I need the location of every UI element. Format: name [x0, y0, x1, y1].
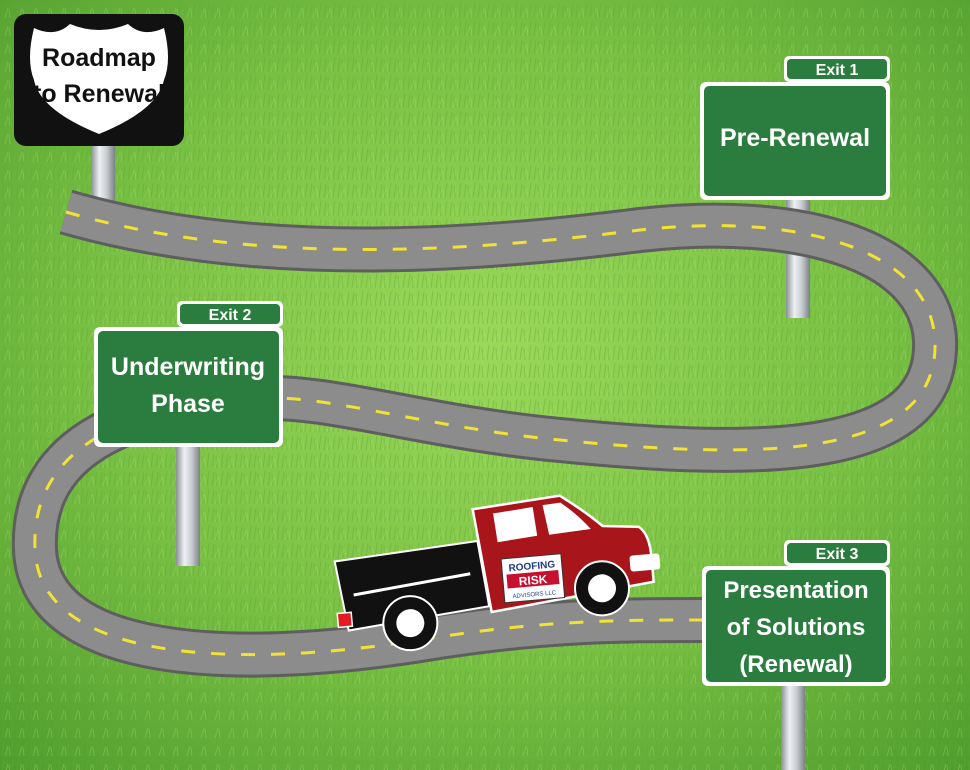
exit3-title-line1: Presentation — [723, 577, 868, 604]
pickup-truck-icon: ROOFING RISK ADVISORS LLC — [333, 494, 661, 652]
exit2-sign: Exit 2 Underwriting Phase — [94, 301, 283, 447]
exit3-label: Exit 3 — [816, 546, 859, 563]
exit1-sign: Exit 1 Pre-Renewal — [700, 56, 890, 200]
title-sign-line1: Roadmap — [42, 44, 156, 72]
truck-logo-line3: ADVISORS LLC — [512, 590, 557, 600]
truck-logo-line1: ROOFING — [508, 559, 556, 574]
exit2-title-line2: Phase — [151, 390, 225, 418]
lane-markers — [33, 210, 937, 657]
title-sign: Roadmap to Renewal — [14, 14, 184, 146]
exit2-pole — [176, 446, 200, 566]
exit3-sign: Exit 3 Presentation of Solutions (Renewa… — [702, 540, 890, 686]
exit3-title-line2: of Solutions — [727, 614, 866, 641]
exit1-label: Exit 1 — [816, 62, 859, 79]
exit2-label: Exit 2 — [209, 307, 252, 324]
exit3-title-line3: (Renewal) — [739, 651, 852, 678]
exit1-title: Pre-Renewal — [720, 124, 870, 152]
winding-road — [11, 189, 959, 678]
shield-icon — [30, 24, 168, 134]
exit3-pole — [781, 680, 805, 770]
title-sign-line2: to Renewal — [33, 80, 165, 108]
truck-logo-line2: RISK — [518, 572, 548, 588]
exit2-title-line1: Underwriting — [111, 353, 265, 381]
